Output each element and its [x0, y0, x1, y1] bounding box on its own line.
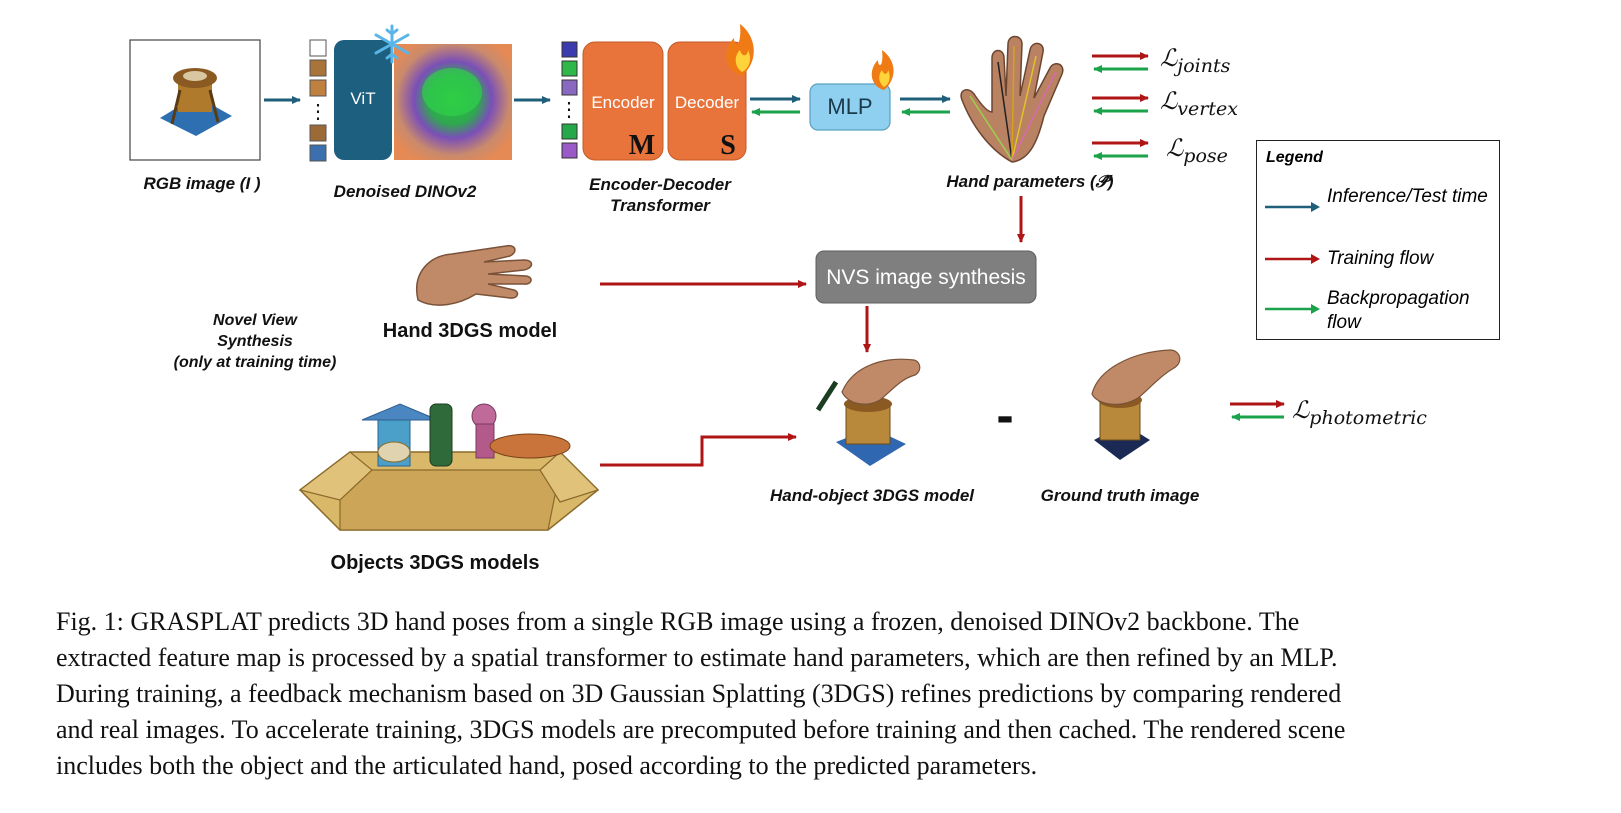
ground-truth-label: Ground truth image	[1040, 486, 1200, 505]
encoder-label: Encoder	[591, 93, 655, 112]
flame-icon	[726, 24, 754, 76]
transformer-label: Encoder-Decoder Transformer	[555, 174, 765, 216]
caption-line: extracted feature map is processed by a …	[56, 643, 1338, 672]
mlp-label: MLP	[827, 94, 872, 119]
figure-caption: Fig. 1: GRASPLAT predicts 3D hand poses …	[56, 604, 1576, 784]
legend-training-arrow-icon	[1265, 254, 1320, 264]
caption-line: and real images. To accelerate training,…	[56, 715, 1346, 744]
legend-inference-arrow-icon	[1265, 202, 1320, 212]
novel-view-line1: Novel View	[213, 312, 297, 329]
rgb-image-label: RGB image (Ι )	[143, 174, 261, 193]
dinov2-label: Denoised DINOv2	[333, 182, 477, 201]
loss-vertex: ℒvertex	[1160, 87, 1238, 120]
legend-item-training: Training flow	[1327, 248, 1434, 269]
legend-box: Legend Inference/Test time Training flow…	[1256, 140, 1500, 340]
loss-joints: ℒjoints	[1160, 44, 1231, 77]
novel-view-line2: Synthesis	[217, 333, 293, 350]
predicted-hand-icon	[960, 35, 1064, 163]
objects-box-icon	[298, 403, 600, 531]
caption-line: During training, a feedback mechanism ba…	[56, 679, 1342, 708]
pipeline-diagram: ⋮ ViT ⋮ Encoder M Decoder S	[129, 24, 1285, 531]
objects-3dgs-label: Objects 3DGS models	[330, 552, 540, 574]
svg-text:⋮: ⋮	[559, 99, 579, 121]
novel-view-label: Novel View Synthesis (only at training t…	[150, 310, 360, 373]
novel-view-line3: (only at training time)	[173, 354, 337, 371]
vit-label: ViT	[350, 89, 375, 108]
legend-backprop-arrow-icon	[1265, 304, 1320, 314]
caption-line: includes both the object and the articul…	[56, 751, 1038, 780]
decoder-letter: S	[720, 130, 736, 161]
nvs-block	[815, 250, 1037, 304]
transformer-label-line1: Encoder-Decoder	[589, 175, 731, 194]
svg-text:⋮: ⋮	[308, 101, 328, 123]
minus-sign: -	[996, 387, 1014, 445]
legend-item-inference: Inference/Test time	[1327, 186, 1488, 207]
snowflake-icon	[374, 24, 410, 64]
legend-title: Legend	[1266, 149, 1323, 166]
vit-block	[334, 40, 392, 160]
encoder-letter: M	[629, 130, 655, 161]
legend-item-backprop: Backpropagation flow	[1327, 288, 1470, 333]
feature-blob	[422, 68, 482, 116]
nvs-label: NVS image synthesis	[826, 266, 1026, 289]
hand-object-label: Hand-object 3DGS model	[769, 486, 975, 505]
ground-truth-render-icon	[1091, 349, 1181, 460]
hand-object-render-icon	[815, 358, 921, 466]
decoder-block	[667, 41, 747, 161]
decoder-label: Decoder	[675, 93, 740, 112]
hand-3dgs-icon	[416, 244, 533, 306]
mlp-block	[809, 83, 891, 131]
rgb-image-thumbnail	[129, 39, 261, 161]
arrow-objects-to-handobject	[600, 433, 797, 467]
loss-photometric: ℒphotometric	[1292, 396, 1427, 429]
diagram-canvas: ⋮ ViT ⋮ Encoder M Decoder S	[129, 24, 1285, 531]
hand-3dgs-label: Hand 3DGS model	[382, 320, 558, 342]
loss-pose: ℒpose	[1166, 134, 1228, 167]
caption-line: Fig. 1: GRASPLAT predicts 3D hand poses …	[56, 607, 1300, 636]
input-patch-tokens: ⋮	[308, 39, 328, 162]
feature-tokens: ⋮	[559, 41, 579, 159]
hand-params-label: Hand parameters (𝒫̂)	[946, 172, 1114, 191]
mlp-flame-icon	[871, 50, 894, 90]
encoder-block	[582, 41, 664, 161]
transformer-label-line2: Transformer	[610, 196, 710, 215]
